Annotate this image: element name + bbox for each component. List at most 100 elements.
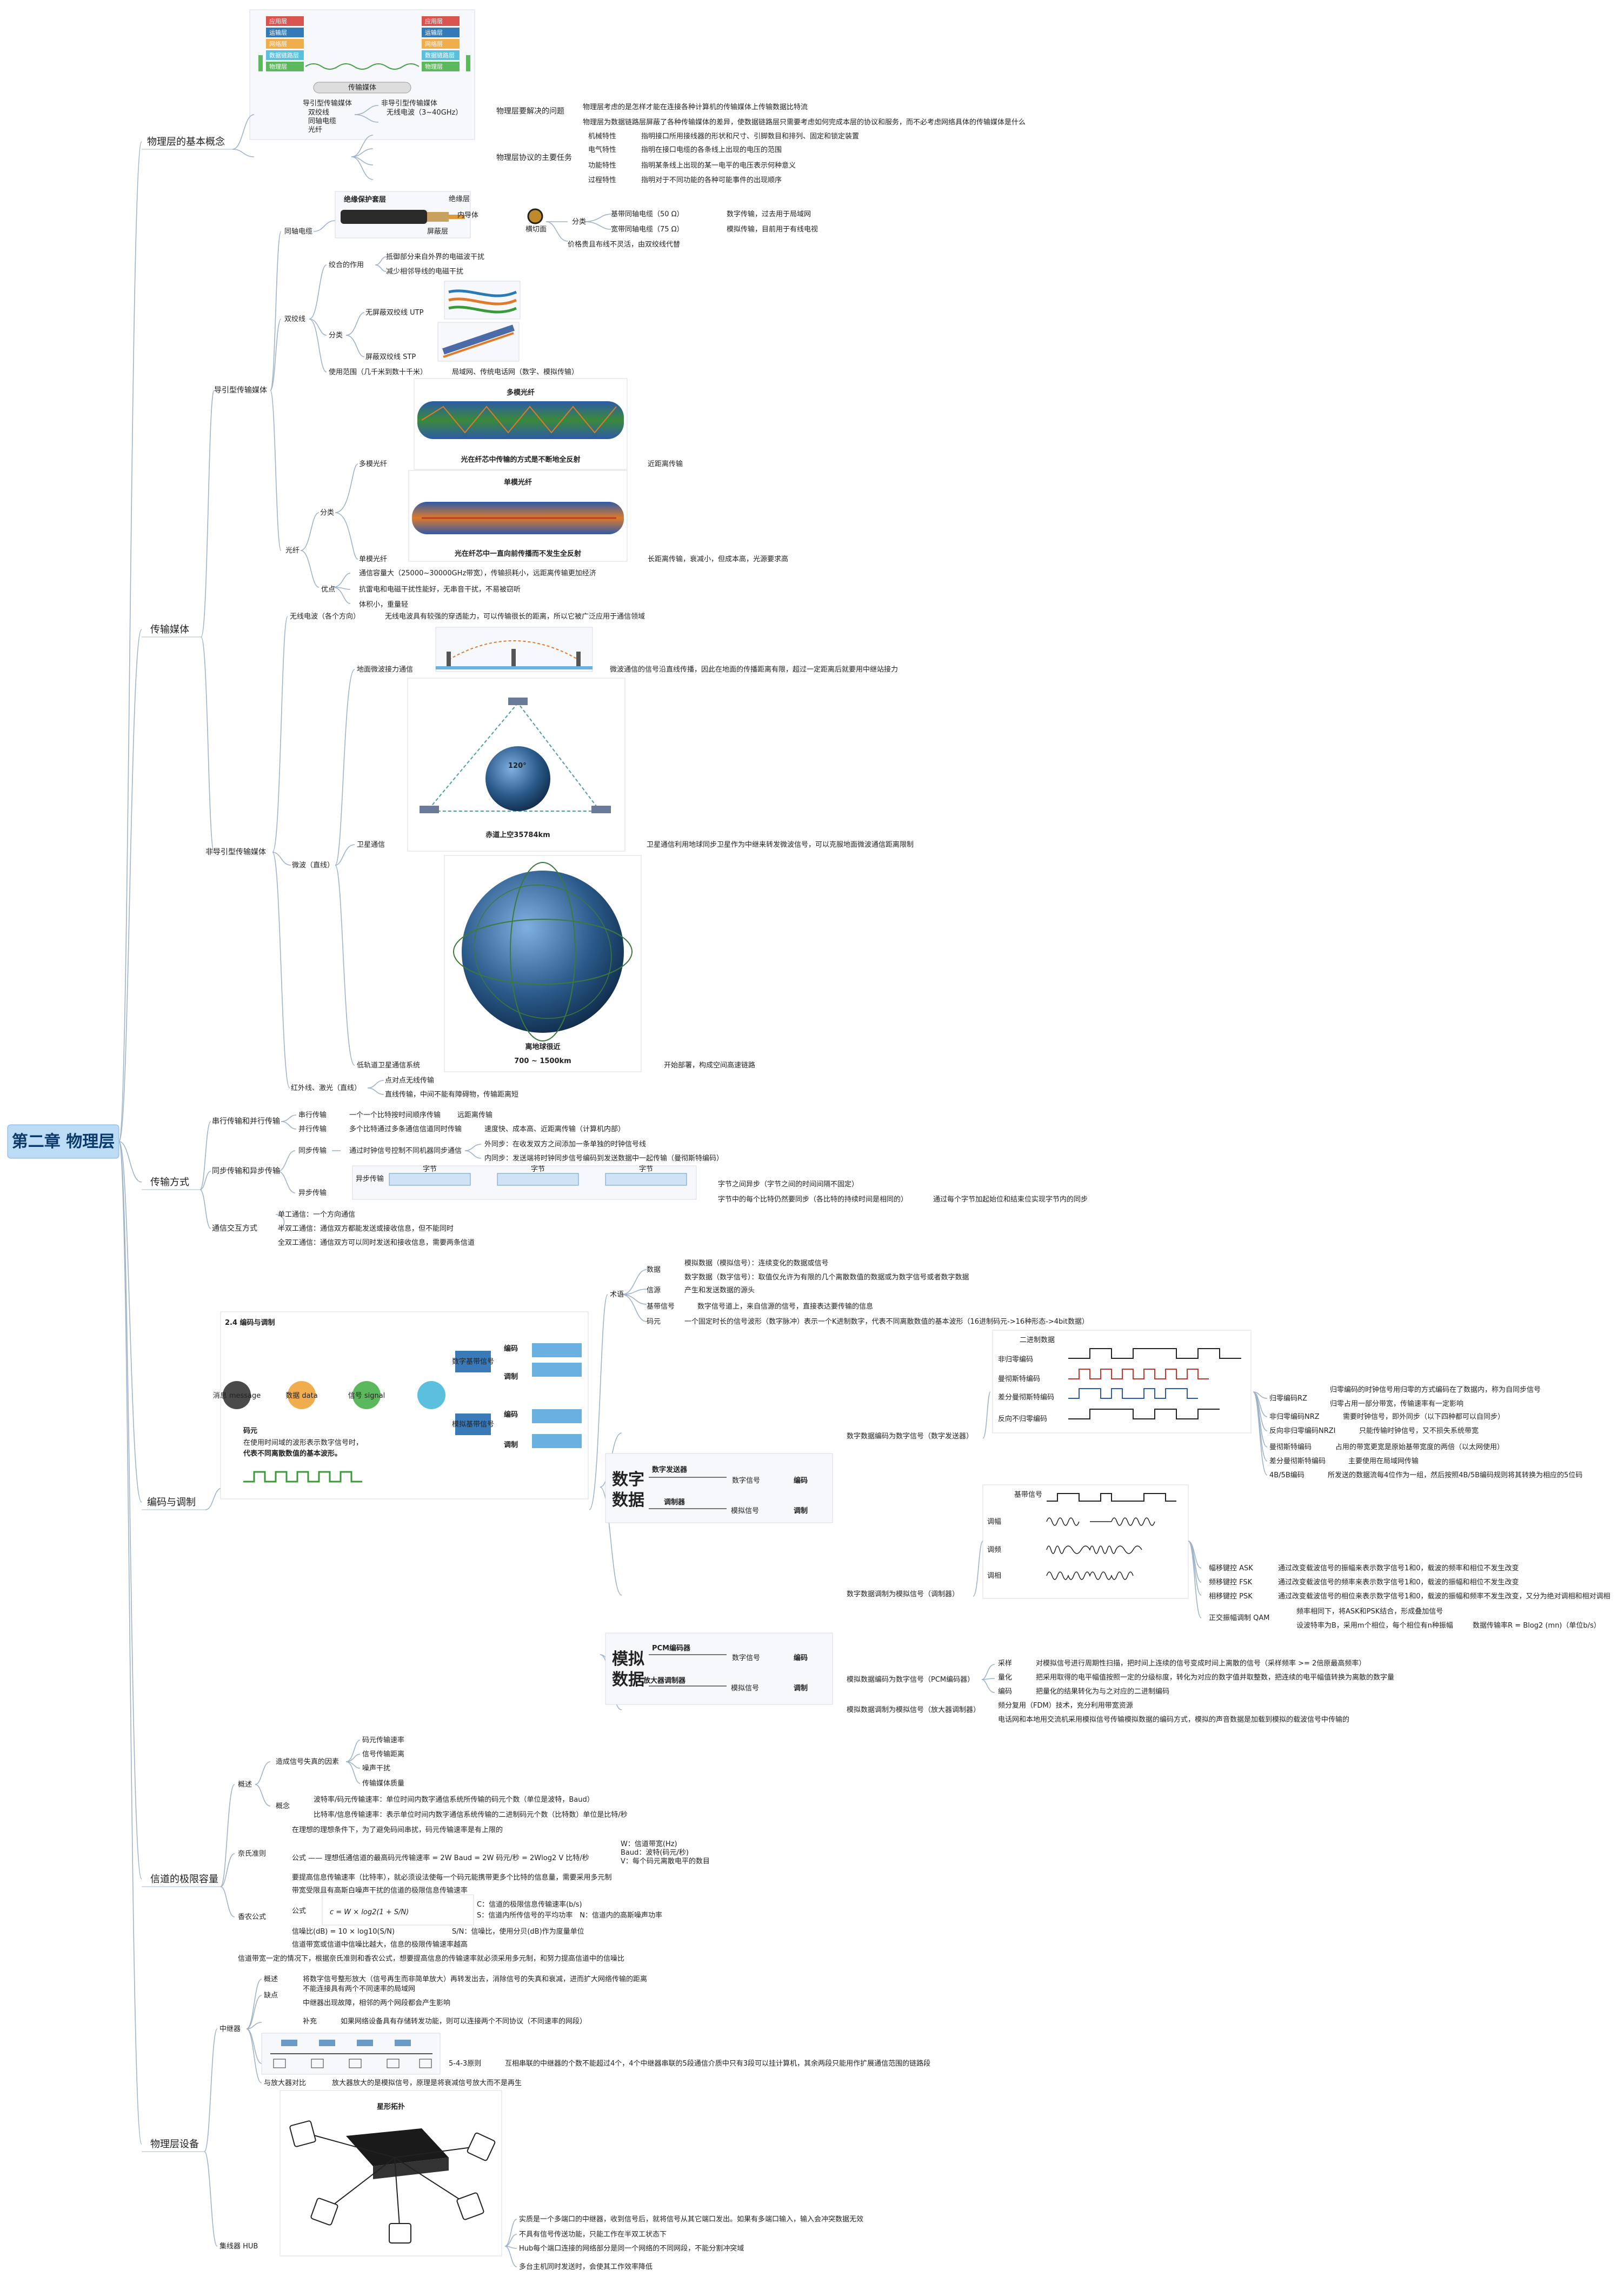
- repeater-concept: 概述: [264, 1975, 278, 1983]
- fiber-node[interactable]: 光纤: [285, 463, 358, 604]
- tp-utp-image: [444, 281, 521, 320]
- ir-label: 红外线、激光（直线）: [291, 1084, 361, 1092]
- coax-type-desc: 模拟传输，目前用于有线电视: [727, 225, 818, 234]
- serial-use: 远距离传输: [457, 1111, 492, 1119]
- image-label: 模拟基带信号: [452, 1421, 494, 1429]
- d2d-label[interactable]: 数字数据编码为数字信号（数字发送器）: [847, 1432, 973, 1441]
- image-label: 调制器: [664, 1498, 685, 1506]
- repeater-cons-item: 中继器出现故障，相邻的两个网段都会产生影响: [303, 1999, 450, 2007]
- code-desc: 归零占用一部分带宽，传输速率有一定影响: [1330, 1399, 1463, 1408]
- task-value: 指明在接口电缆的各条线上出现的电压的范围: [641, 145, 782, 154]
- fiber-adv: 优点: [321, 586, 335, 594]
- repeater-label[interactable]: 中继器: [219, 2025, 241, 2033]
- branch-mode-label: 传输方式: [150, 1177, 189, 1188]
- tp-stp-image: [437, 322, 520, 362]
- shannon-item: 带宽受限且有高斯白噪声干扰的信道的极限信息传输速率: [292, 1886, 468, 1895]
- fiber-adv-item: 抗雷电和电磁干扰性能好，无串音干扰，不易被窃听: [359, 585, 521, 594]
- image-label: 光在纤芯中传输的方式是不断地全反射: [460, 455, 580, 464]
- rule-543: 5-4-3原则: [449, 2060, 481, 2068]
- branch-basic[interactable]: 物理层的基本概念: [142, 136, 232, 150]
- basic-tasks[interactable]: 物理层协议的主要任务 机械特性指明接口所用接线器的形状和尺寸、引脚数目和排列、固…: [496, 132, 859, 184]
- mode-links: [199, 1114, 297, 1229]
- branch-limit[interactable]: 信道的极限容量: [142, 1874, 221, 1887]
- repeater-concept-desc: 将数字信号整形放大（信号再生而非简单放大）再转发出去，消除信号的失真和衰减，进而…: [303, 1975, 647, 1983]
- mode-sp-label[interactable]: 串行传输和并行传输: [212, 1117, 280, 1126]
- branch-dev[interactable]: 物理层设备: [142, 2139, 204, 2152]
- nyquist-var: V：每个码元离散电平的数目: [621, 1857, 710, 1866]
- basic-problem[interactable]: 物理层要解决的问题 物理层考虑的是怎样才能在连接各种计算机的传输媒体上传输数据比…: [496, 103, 1026, 127]
- tp-twist-item: 抵御部分来自外界的电磁波干扰: [386, 253, 484, 261]
- sync-node[interactable]: 同步传输: [298, 1144, 482, 1159]
- term-key: 基带信号: [647, 1303, 675, 1311]
- shannon-item: 公式: [292, 1907, 306, 1915]
- image-label: 运输层: [425, 29, 443, 36]
- mod-name: 幅移键控 ASK: [1209, 1564, 1253, 1572]
- hub-label[interactable]: 集线器 HUB: [219, 2242, 258, 2251]
- d2a-label[interactable]: 数字数据调制为模拟信号（调制器）: [847, 1590, 959, 1598]
- digital-data-box: 数字 数据 数字发送器 调制器 数字信号 模拟信号 编码 调制: [605, 1453, 833, 1523]
- image-label: 绝缘保护套层: [344, 195, 386, 204]
- a2d-links: [981, 1664, 995, 1693]
- qam-item: 设波特率为B，采用m个相位，每个相位有n种振幅: [1296, 1621, 1453, 1630]
- ir-node[interactable]: 红外线、激光（直线）: [291, 1080, 384, 1095]
- image-label: 二进制数据: [1020, 1336, 1055, 1344]
- nyquist-label[interactable]: 奈氏准则: [238, 1850, 266, 1858]
- terms-label[interactable]: 术语: [610, 1291, 624, 1299]
- radio-label[interactable]: 无线电波（各个方向）: [290, 612, 360, 621]
- sync-item: 内同步：发送端将时钟同步信号编码到发送数据中一起传输（曼彻斯特编码）: [484, 1154, 723, 1163]
- code-name: 差分曼彻斯特编码: [1269, 1457, 1326, 1465]
- repeater-add: 补充: [303, 2017, 317, 2026]
- mode-sync-label[interactable]: 同步传输和异步传输: [212, 1167, 280, 1176]
- image-label: 编码: [794, 1476, 808, 1485]
- repeater-cons-item: 不能连接具有两个不同速率的局域网: [303, 1985, 415, 1993]
- async-item: 字节中的每个比特仍然要同步（各比特的持续时间是相同的）: [718, 1195, 908, 1204]
- mod-desc: 通过改变载波信号的振幅来表示数字信号1和0，载波的频率和相位不发生改变: [1278, 1564, 1519, 1572]
- async-note: 通过每个字节加起始位和结束位实现字节内的同步: [933, 1195, 1088, 1204]
- unguided-label[interactable]: 非导引型传输媒体: [205, 848, 266, 857]
- fiber-single-desc: 长距离传输，衰减小，但成本高，光源要求高: [648, 555, 788, 563]
- image-label: 绝缘层: [449, 195, 470, 203]
- guided-label[interactable]: 导引型传输媒体: [214, 386, 267, 395]
- mod-desc: 通过改变载波信号的频率来表示数字信号1和0，载波的振幅和相位不发生改变: [1278, 1578, 1519, 1587]
- factor-item: 噪声干扰: [362, 1764, 390, 1773]
- microwave-node[interactable]: 微波（直线）: [292, 669, 355, 1066]
- microwave-label: 微波（直线）: [292, 861, 334, 870]
- coax-node[interactable]: 同轴电缆: [284, 214, 611, 242]
- code-name: 反向非归零编码NRZI: [1269, 1426, 1336, 1435]
- image-label: 编码: [504, 1344, 518, 1353]
- tp-node[interactable]: 双绞线: [284, 256, 387, 373]
- hub-item: 实质是一个多端口的中继器，收到信号后，就将信号从其它端口发出。如果有多端口输入，…: [519, 2215, 863, 2224]
- mode-dir-label[interactable]: 通信交互方式: [212, 1224, 257, 1233]
- code-desc: 只能传输时钟信号，又不损失系统带宽: [1359, 1426, 1479, 1435]
- leo-image: 离地球很近 700 ~ 1500km: [444, 855, 642, 1072]
- image-label: 模拟: [612, 1650, 644, 1669]
- image-label: 2.4 编码与调制: [225, 1318, 275, 1327]
- image-label: 调幅: [987, 1518, 1001, 1526]
- a2a-label[interactable]: 模拟数据调制为模拟信号（放大器调制器）: [847, 1706, 980, 1714]
- branch-mode[interactable]: 传输方式: [142, 1177, 200, 1190]
- image-label: 数据链路层: [269, 51, 299, 59]
- ir-item: 点对点无线传输: [385, 1076, 434, 1085]
- simplex: 单工通信：一个方向通信: [278, 1210, 355, 1219]
- media-links: [201, 231, 291, 1089]
- basic-problem-label: 物理层要解决的问题: [496, 107, 564, 116]
- trunk-links: [118, 141, 142, 2145]
- shannon-label[interactable]: 香农公式: [238, 1913, 266, 1921]
- tp-use-value: 局域网、传统电话网（数字、模拟传输）: [452, 368, 578, 376]
- async-image: 异步传输 字节 字节 字节: [352, 1165, 697, 1200]
- limit-concept-label[interactable]: 概述: [238, 1781, 252, 1789]
- image-label: 物理层: [425, 63, 443, 70]
- shannon-var: C：信道的极限信息传输速率(b/s): [477, 1900, 582, 1909]
- a2d-label[interactable]: 模拟数据编码为数字信号（PCM编码器）: [847, 1676, 974, 1684]
- fiber-multi-desc: 近距离传输: [648, 460, 683, 468]
- root-node[interactable]: 第二章 物理层: [7, 1124, 119, 1159]
- branch-limit-label: 信道的极限容量: [150, 1874, 218, 1885]
- branch-media[interactable]: 传输媒体: [142, 624, 201, 638]
- ground-desc: 微波通信的信号沿直线传播，因此在地面的传播距离有限，超过一定距离后就要用中继站接…: [610, 665, 898, 674]
- image-label: 数字信号: [732, 1477, 760, 1485]
- term-key: 码元: [647, 1318, 661, 1326]
- parallel-desc: 多个比特通过多条通信信道同时传输: [349, 1125, 462, 1133]
- image-label: 非归零编码: [998, 1356, 1033, 1364]
- branch-code[interactable]: 编码与调制: [142, 1497, 205, 1510]
- sync-label: 同步传输: [298, 1146, 327, 1155]
